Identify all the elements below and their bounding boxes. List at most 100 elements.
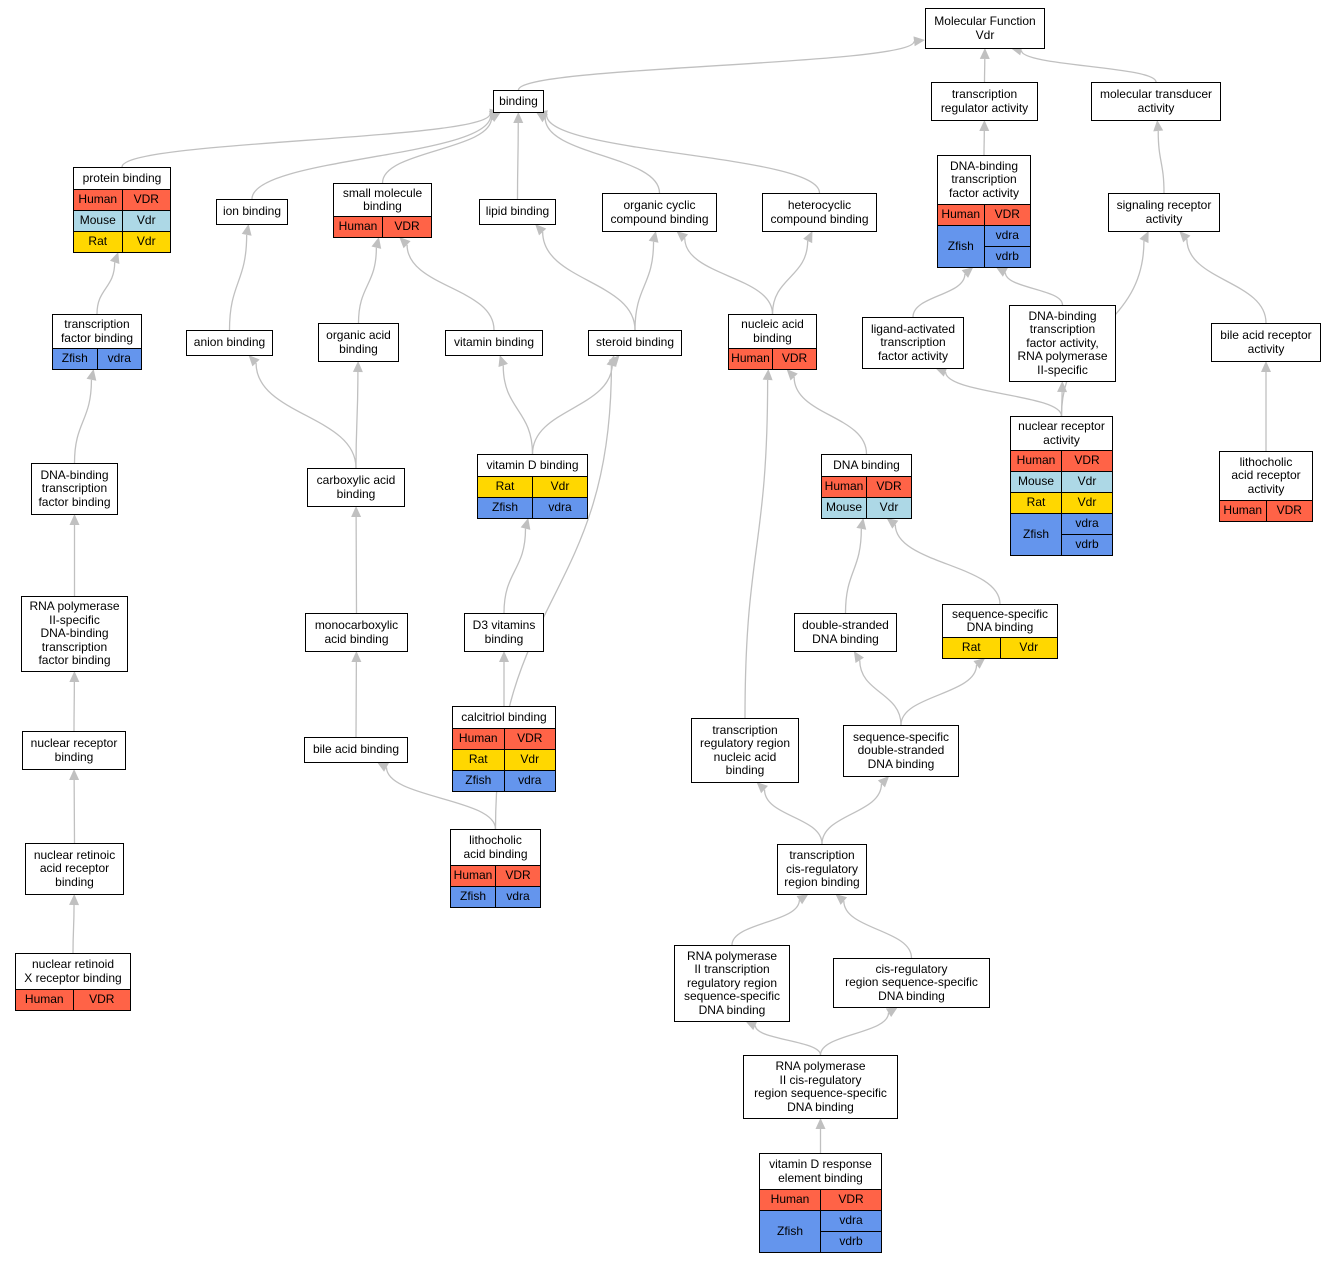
gene-cell[interactable]: vdra	[504, 770, 555, 791]
go-term-nrarb[interactable]: nuclear retinoic acid receptor binding	[25, 843, 124, 895]
go-term-sra[interactable]: signaling receptor activity	[1108, 193, 1220, 232]
go-term-steroid[interactable]: steroid binding	[588, 330, 682, 356]
go-term-rnapol2trr[interactable]: RNA polymerase II transcription regulato…	[674, 945, 790, 1022]
go-term-latfa[interactable]: ligand-activated transcription factor ac…	[862, 317, 964, 369]
gene-cell[interactable]: vdra	[495, 886, 540, 907]
go-term-dbtfapol[interactable]: DNA-binding transcription factor activit…	[1009, 305, 1116, 382]
go-term-orgacid[interactable]: organic acid binding	[318, 323, 399, 362]
gene-cell[interactable]: vdra	[97, 348, 141, 369]
gene-cell[interactable]: Vdr	[1061, 492, 1112, 514]
edge-arrowhead	[109, 252, 120, 265]
gene-cell[interactable]: Vdr	[122, 231, 170, 252]
species-cell: Human	[16, 989, 74, 1010]
gene-cell[interactable]: VDR	[73, 989, 130, 1010]
go-term-d3[interactable]: D3 vitamins binding	[464, 613, 544, 652]
gene-cell[interactable]: Vdr	[532, 476, 587, 498]
gene-cell[interactable]: VDR	[122, 189, 170, 211]
gene-cell[interactable]: VDR	[495, 865, 540, 887]
go-term-hetcyc[interactable]: heterocyclic compound binding	[762, 193, 877, 232]
gene-cell[interactable]: vdra	[984, 225, 1030, 247]
gene-cell[interactable]: vdrb	[1061, 534, 1112, 555]
go-term-vitamin[interactable]: vitamin binding	[445, 330, 543, 356]
gene-cell[interactable]: vdra	[820, 1210, 881, 1232]
go-term-binding[interactable]: binding	[493, 90, 544, 113]
species-cell: Human	[74, 189, 123, 211]
go-term-label: heterocyclic compound binding	[770, 198, 869, 226]
go-term-nrb[interactable]: nuclear receptor binding	[22, 731, 126, 770]
go-term-lipid[interactable]: lipid binding	[479, 199, 556, 225]
go-term-bileacid[interactable]: bile acid binding	[304, 737, 408, 763]
go-term-trrna[interactable]: transcription regulatory region nucleic …	[691, 718, 799, 783]
edge-nra-to-dbtfapol	[1060, 391, 1063, 417]
go-term-label: double-stranded DNA binding	[802, 618, 889, 646]
gene-cell[interactable]: VDR	[1266, 500, 1312, 521]
go-term-ion[interactable]: ion binding	[216, 199, 288, 225]
edge-ion-to-binding	[251, 115, 492, 200]
edge-mta-to-mf	[1020, 50, 1157, 83]
edge-ssds-to-ssdna	[900, 664, 978, 726]
go-term-crrss[interactable]: cis-regulatory region sequence-specific …	[833, 958, 990, 1008]
edge-arrowhead	[376, 762, 389, 772]
gene-cell[interactable]: VDR	[984, 204, 1030, 226]
gene-cell[interactable]: Vdr	[504, 749, 555, 771]
go-term-rnapol2[interactable]: RNA polymerase II-specific DNA-binding t…	[21, 596, 128, 672]
go-term-dbtfb[interactable]: DNA-binding transcription factor binding	[31, 463, 118, 515]
go-term-label: sequence-specific double-stranded DNA bi…	[852, 729, 950, 771]
gene-cell[interactable]: VDR	[504, 728, 555, 750]
edge-arrowhead	[606, 355, 617, 367]
edge-lithob-to-bileacid	[385, 767, 497, 830]
edge-arrowhead	[1179, 231, 1191, 243]
go-term-orgcyc[interactable]: organic cyclic compound binding	[602, 193, 717, 232]
gene-cell[interactable]: VDR	[772, 348, 816, 369]
go-term-label: nuclear receptor activity	[1018, 419, 1105, 447]
gene-cell[interactable]: VDR	[820, 1189, 881, 1211]
edge-bara-to-sra	[1186, 239, 1267, 324]
go-term-dsdna[interactable]: double-stranded DNA binding	[794, 613, 897, 652]
go-term-tra[interactable]: transcription regulator activity	[931, 82, 1038, 121]
edge-arrowhead	[973, 658, 986, 669]
go-term-mta[interactable]: molecular transducer activity	[1091, 82, 1221, 121]
go-term-anion[interactable]: anion binding	[186, 330, 273, 356]
go-term-dbtfa[interactable]: DNA-binding transcription factor activit…	[937, 155, 1031, 268]
go-term-tcrrb[interactable]: transcription cis-regulatory region bind…	[777, 844, 867, 895]
go-term-bara[interactable]: bile acid receptor activity	[1211, 323, 1321, 362]
gene-cell[interactable]: vdrb	[820, 1231, 881, 1252]
edge-arrowhead	[69, 514, 80, 525]
gene-cell[interactable]: VDR	[866, 476, 911, 498]
go-term-carbox[interactable]: carboxylic acid binding	[307, 468, 405, 507]
gene-cell[interactable]: VDR	[382, 216, 431, 237]
go-term-mf[interactable]: Molecular Function Vdr	[925, 8, 1045, 49]
gene-cell[interactable]: Vdr	[866, 497, 911, 518]
gene-cell[interactable]: Vdr	[1061, 471, 1112, 493]
go-term-monocarb[interactable]: monocarboxylic acid binding	[305, 613, 408, 652]
species-cell: Zfish	[453, 770, 505, 791]
species-cell: Zfish	[53, 348, 98, 369]
gene-cell[interactable]: vdra	[532, 497, 587, 518]
gene-cell[interactable]: VDR	[1061, 450, 1112, 472]
edge-rnapol2cis-to-rnapol2trr	[754, 1025, 822, 1056]
gene-cell[interactable]: Vdr	[122, 210, 170, 232]
gene-cell[interactable]: vdrb	[984, 246, 1030, 267]
edge-anion-to-ion	[228, 234, 248, 331]
go-term-rnapol2cis[interactable]: RNA polymerase II cis-regulatory region …	[743, 1055, 898, 1119]
gene-cell[interactable]: Vdr	[1000, 637, 1057, 658]
species-cell: Mouse	[1011, 471, 1062, 493]
species-cell: Human	[334, 216, 383, 237]
go-term-ssds[interactable]: sequence-specific double-stranded DNA bi…	[843, 725, 959, 777]
gene-cell[interactable]: vdra	[1061, 513, 1112, 535]
